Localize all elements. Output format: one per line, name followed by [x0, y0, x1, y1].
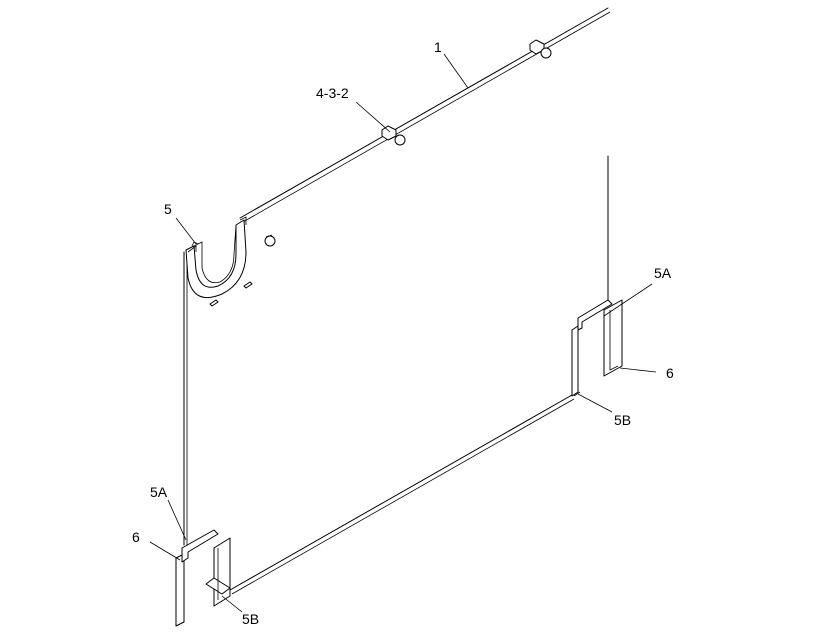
callout-6-right: 6	[666, 365, 674, 381]
right-bracket-assembly	[571, 299, 623, 397]
callout-5a-left: 5A	[150, 484, 168, 500]
panel-bottom-edge	[229, 394, 575, 595]
leader-lines	[149, 53, 657, 613]
fastener-upper-right	[529, 39, 552, 59]
callout-5a-right: 5A	[654, 265, 672, 281]
callout-1: 1	[434, 39, 442, 55]
u-handle-cutout	[185, 216, 247, 298]
fastener-left	[264, 234, 276, 247]
callout-5: 5	[164, 201, 172, 217]
callout-4-3-2: 4-3-2	[316, 85, 349, 101]
panel-slots	[209, 281, 253, 307]
fastener-middle	[381, 125, 406, 146]
callout-6-left: 6	[132, 529, 140, 545]
callout-5b-left: 5B	[242, 611, 259, 627]
callout-5b-right: 5B	[614, 412, 631, 428]
left-bracket-assembly	[175, 529, 231, 627]
part-1-top-edge	[239, 7, 611, 223]
